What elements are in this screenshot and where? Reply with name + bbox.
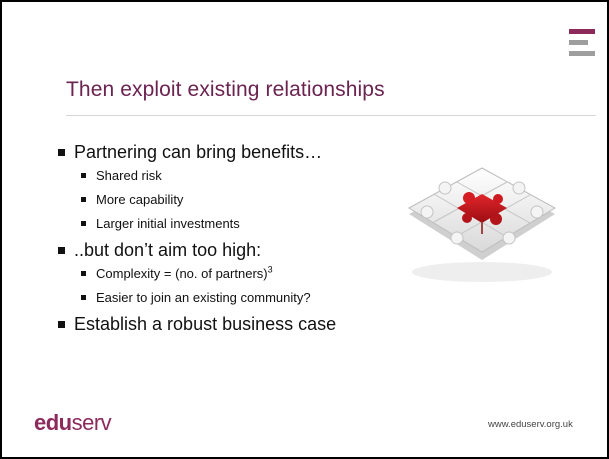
sub-bullet-item: Easier to join an existing community? bbox=[74, 290, 372, 306]
title-divider bbox=[66, 115, 596, 116]
bullet-list: Partnering can bring benefits… Shared ri… bbox=[52, 142, 372, 340]
sub-bullet-item: Shared risk bbox=[74, 168, 372, 184]
footer-url: www.eduserv.org.uk bbox=[488, 419, 573, 430]
sub-bullet-item: More capability bbox=[74, 192, 372, 208]
sub-bullet-list: Shared risk More capability Larger initi… bbox=[74, 168, 372, 232]
sub-bullet-item: Larger initial investments bbox=[74, 216, 372, 232]
slide-title: Then exploit existing relationships bbox=[66, 78, 385, 101]
bullet-item: ..but don’t aim too high: bbox=[52, 240, 372, 260]
sub-bullet-list: Complexity = (no. of partners)3 Easier t… bbox=[74, 264, 372, 306]
sub-bullet-text: Complexity = (no. of partners) bbox=[96, 266, 268, 281]
logo-text-serv: serv bbox=[71, 410, 112, 435]
superscript: 3 bbox=[267, 264, 273, 275]
sub-bullet-item: Complexity = (no. of partners)3 bbox=[74, 264, 372, 282]
bullet-item: Establish a robust business case bbox=[52, 314, 372, 334]
puzzle-pieces-icon bbox=[407, 167, 557, 282]
bullet-item: Partnering can bring benefits… bbox=[52, 142, 372, 162]
eduserv-logo: eduserv bbox=[34, 410, 112, 436]
eduserv-corner-mark-icon bbox=[569, 29, 595, 56]
logo-text-edu: edu bbox=[34, 410, 72, 435]
